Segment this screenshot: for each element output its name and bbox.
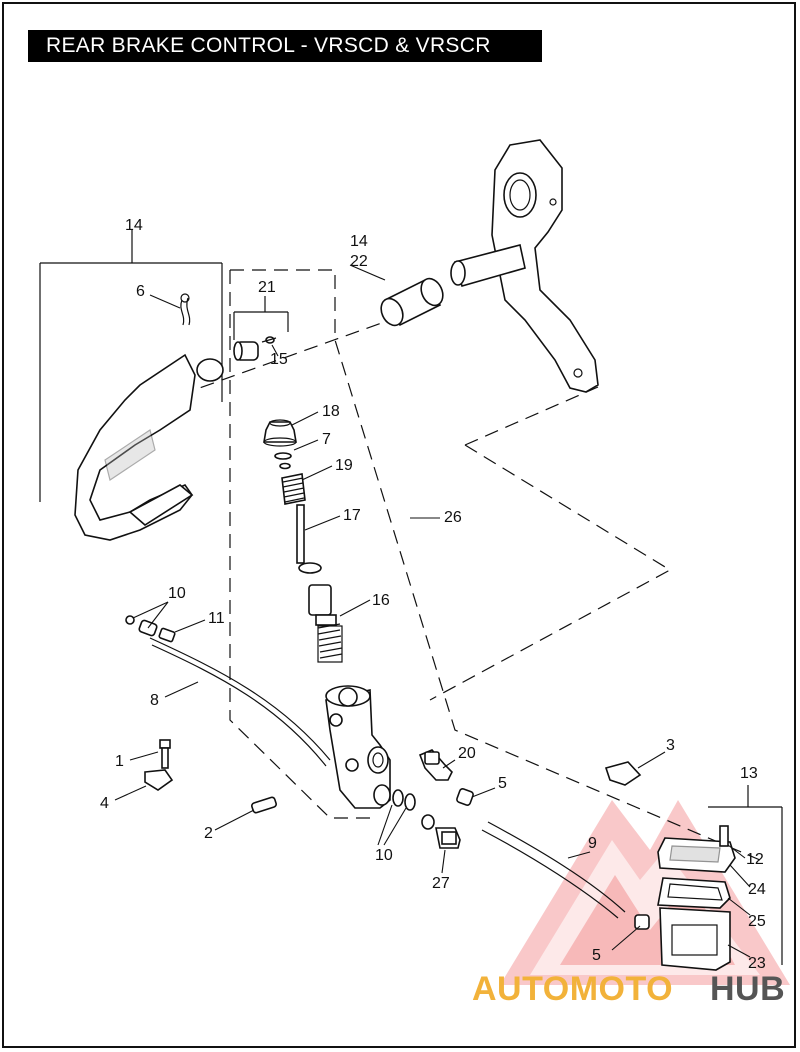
callout-9: 9 bbox=[588, 835, 597, 852]
callout-25: 25 bbox=[748, 913, 766, 930]
pedal-bushing bbox=[196, 358, 224, 382]
clip-3 bbox=[604, 761, 642, 786]
switch-27 bbox=[435, 827, 461, 849]
callout-10-lower: 10 bbox=[375, 847, 393, 864]
watermark-automoto: AUTOMOTO bbox=[472, 970, 673, 1008]
callout-10-upper: 10 bbox=[168, 585, 186, 602]
cotter-pin-6 bbox=[180, 293, 191, 326]
callout-23: 23 bbox=[748, 955, 766, 972]
callout-15: 15 bbox=[270, 351, 288, 368]
callout-8: 8 bbox=[150, 692, 159, 709]
callout-16: 16 bbox=[372, 592, 390, 609]
clamp-5-lower bbox=[634, 914, 650, 930]
boot-18 bbox=[263, 419, 297, 447]
bushings-21 bbox=[233, 336, 277, 361]
callout-6: 6 bbox=[136, 283, 145, 300]
fitting-20 bbox=[418, 749, 453, 781]
callout-26: 26 bbox=[444, 509, 462, 526]
clip-4 bbox=[144, 769, 174, 791]
callout-19: 19 bbox=[335, 457, 353, 474]
brake-lever-arm bbox=[450, 139, 599, 393]
diagram-title: REAR BRAKE CONTROL - VRSCD & VRSCR bbox=[28, 30, 542, 62]
watermark-logo bbox=[500, 800, 790, 985]
callout-13: 13 bbox=[740, 765, 758, 782]
callout-21: 21 bbox=[258, 279, 276, 296]
ring-7 bbox=[274, 452, 292, 460]
hose-9 bbox=[481, 821, 626, 919]
assembly-outline-26 bbox=[179, 269, 761, 861]
callout-2: 2 bbox=[204, 825, 213, 842]
pushrod-17 bbox=[296, 504, 322, 574]
callout-27: 27 bbox=[432, 875, 450, 892]
callout-3: 3 bbox=[666, 737, 675, 754]
callout-14-left: 14 bbox=[125, 217, 143, 234]
callout-22: 22 bbox=[350, 253, 368, 270]
piston-16 bbox=[308, 584, 343, 663]
gasket-25 bbox=[657, 877, 731, 909]
spring-19 bbox=[281, 473, 306, 505]
callout-4: 4 bbox=[100, 795, 109, 812]
group-14-bracket bbox=[39, 230, 223, 502]
clip-7 bbox=[279, 462, 291, 470]
group-13-bracket bbox=[708, 785, 783, 965]
callout-11: 11 bbox=[208, 610, 225, 627]
callout-17: 17 bbox=[343, 507, 361, 524]
reservoir-23 bbox=[659, 907, 731, 971]
washers-10-lower bbox=[392, 789, 435, 830]
brake-pedal bbox=[74, 353, 196, 541]
reservoir-cover-24 bbox=[657, 837, 736, 873]
callout-24: 24 bbox=[748, 881, 766, 898]
leader-lines bbox=[114, 264, 751, 958]
callout-5-lower: 5 bbox=[592, 947, 601, 964]
callout-14-right: 14 bbox=[350, 233, 368, 250]
callout-18: 18 bbox=[322, 403, 340, 420]
group-21-bracket bbox=[233, 296, 289, 340]
callout-20: 20 bbox=[458, 745, 476, 762]
callout-labels: 14 14 22 21 6 15 18 7 19 17 26 16 10 11 … bbox=[100, 217, 766, 972]
bushing-22 bbox=[380, 277, 444, 327]
screw-2 bbox=[251, 796, 277, 814]
screw-12 bbox=[719, 825, 729, 847]
callout-7: 7 bbox=[322, 431, 331, 448]
clamp-5-upper bbox=[456, 788, 474, 806]
watermark-hub: HUB bbox=[710, 970, 785, 1008]
master-cylinder bbox=[325, 685, 391, 809]
callout-1: 1 bbox=[115, 753, 124, 770]
callout-12: 12 bbox=[746, 851, 764, 868]
screw-1 bbox=[159, 739, 171, 769]
callout-5-upper: 5 bbox=[498, 775, 507, 792]
hose-8 bbox=[125, 615, 331, 767]
watermark-text: AUTOMOTO HUB bbox=[472, 970, 785, 1008]
